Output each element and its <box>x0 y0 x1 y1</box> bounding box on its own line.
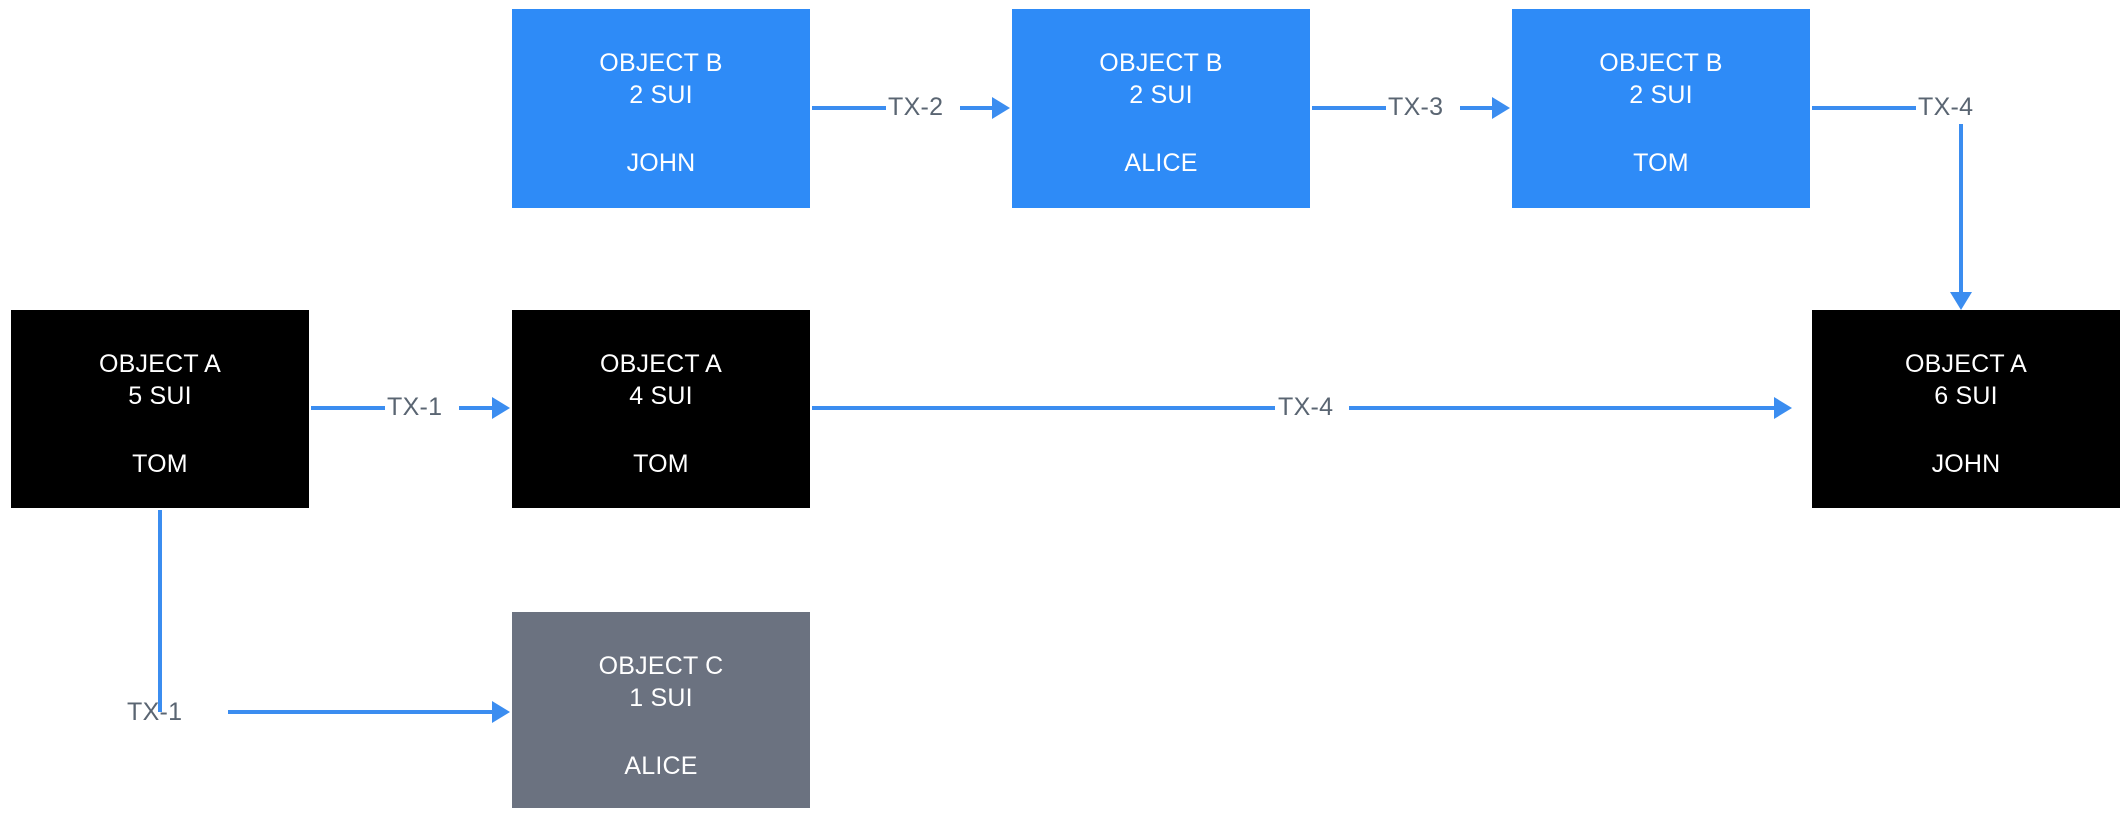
edge-tx1-a-line-right <box>459 406 495 410</box>
node-owner-label: JOHN <box>1931 450 2001 478</box>
node-object-label: OBJECT A <box>599 350 722 378</box>
edge-tx2-line-right <box>960 106 994 110</box>
node-object-b-tom[interactable]: OBJECT B 2 SUI TOM <box>1512 9 1810 208</box>
node-owner-label: ALICE <box>624 752 698 780</box>
edge-tx1-a-line-left <box>311 406 385 410</box>
node-object-a-6sui-john[interactable]: OBJECT A 6 SUI JOHN <box>1812 310 2120 508</box>
edge-tx1-c-line-horizontal <box>228 710 494 714</box>
edge-tx2-line-left <box>812 106 886 110</box>
node-object-c-title: OBJECT C 1 SUI <box>599 650 724 714</box>
edge-tx4-b-line-vertical <box>1959 124 1963 294</box>
edge-tx4-a-arrowhead <box>1774 397 1792 419</box>
node-amount-label: 2 SUI <box>1129 81 1193 109</box>
edge-tx4-b-arrowhead <box>1950 292 1972 310</box>
node-amount-label: 2 SUI <box>629 81 693 109</box>
edge-tx1-c-arrowhead <box>492 701 510 723</box>
edge-tx2-label: TX-2 <box>888 93 944 121</box>
node-object-a-4sui-title: OBJECT A 4 SUI <box>600 348 722 412</box>
edge-tx4-a-line-right <box>1349 406 1777 410</box>
node-amount-label: 5 SUI <box>128 382 192 410</box>
node-object-b-alice-title: OBJECT B 2 SUI <box>1099 47 1222 111</box>
node-object-label: OBJECT B <box>599 49 723 77</box>
node-owner-label: TOM <box>132 450 188 478</box>
node-object-c-1sui-alice[interactable]: OBJECT C 1 SUI ALICE <box>512 612 810 808</box>
node-object-label: OBJECT A <box>98 350 221 378</box>
edge-tx4-b-line-horizontal <box>1812 106 1916 110</box>
node-amount-label: 6 SUI <box>1934 382 1998 410</box>
node-object-label: OBJECT B <box>1599 49 1723 77</box>
node-object-a-4sui-tom[interactable]: OBJECT A 4 SUI TOM <box>512 310 810 508</box>
edge-tx1-c-label: TX-1 <box>127 698 183 726</box>
node-amount-label: 1 SUI <box>629 684 693 712</box>
node-owner-label: JOHN <box>626 149 696 177</box>
node-object-label: OBJECT C <box>598 652 724 680</box>
edge-tx3-line-right <box>1460 106 1494 110</box>
node-object-label: OBJECT B <box>1099 49 1223 77</box>
edge-tx3-label: TX-3 <box>1388 93 1444 121</box>
edge-tx4-a-line-left <box>812 406 1275 410</box>
node-object-b-john[interactable]: OBJECT B 2 SUI JOHN <box>512 9 810 208</box>
edge-tx4-b-label: TX-4 <box>1918 93 1974 121</box>
node-object-a-5sui-title: OBJECT A 5 SUI <box>99 348 221 412</box>
node-amount-label: 2 SUI <box>1629 81 1693 109</box>
edge-tx2-arrowhead <box>992 97 1010 119</box>
edge-tx3-line-left <box>1312 106 1386 110</box>
node-object-b-alice[interactable]: OBJECT B 2 SUI ALICE <box>1012 9 1310 208</box>
node-owner-label: TOM <box>633 450 689 478</box>
node-object-label: OBJECT A <box>1904 350 2027 378</box>
node-amount-label: 4 SUI <box>629 382 693 410</box>
node-owner-label: TOM <box>1633 149 1689 177</box>
edge-tx1-a-label: TX-1 <box>387 393 443 421</box>
edge-tx1-a-arrowhead <box>492 397 510 419</box>
node-object-a-5sui-tom[interactable]: OBJECT A 5 SUI TOM <box>11 310 309 508</box>
node-object-b-tom-title: OBJECT B 2 SUI <box>1599 47 1722 111</box>
edge-tx1-c-line-vertical <box>158 510 162 712</box>
node-object-a-6sui-title: OBJECT A 6 SUI <box>1905 348 2027 412</box>
node-owner-label: ALICE <box>1124 149 1198 177</box>
edge-tx3-arrowhead <box>1492 97 1510 119</box>
edge-tx4-a-label: TX-4 <box>1278 393 1334 421</box>
node-object-b-john-title: OBJECT B 2 SUI <box>599 47 722 111</box>
